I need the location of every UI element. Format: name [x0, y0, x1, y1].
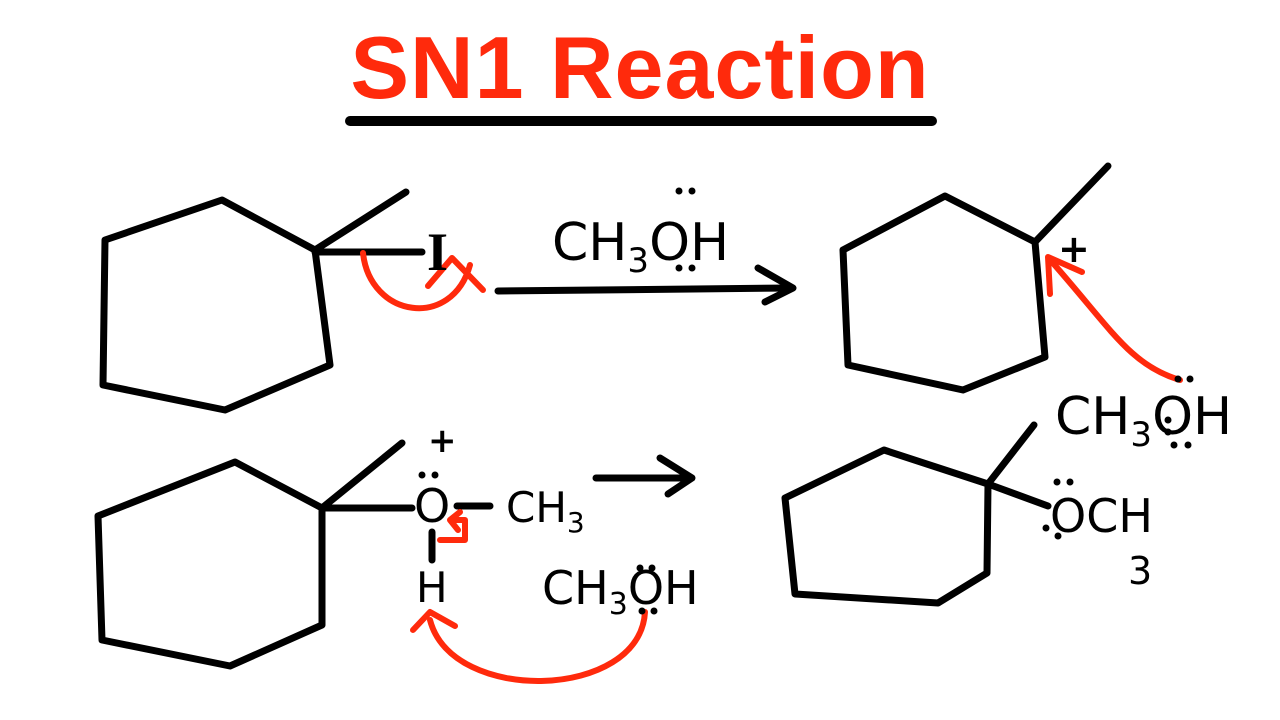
- lone-pair-dot: [675, 187, 683, 195]
- curved-arrow-nucleophile-head: [1045, 254, 1085, 297]
- lone-pair-dot: [1164, 416, 1172, 424]
- reagent-1-sub: 3: [627, 241, 649, 281]
- curved-arrow-deprotonation-head: [410, 609, 458, 633]
- lone-pair-dot: [1186, 375, 1194, 383]
- ether-sub: 3: [1128, 549, 1152, 593]
- reagent-methanol-1: CH3OH: [552, 213, 729, 281]
- nucleophile-methanol: CH3OH: [1055, 387, 1232, 455]
- c-o-bond-product: [984, 480, 1052, 510]
- ether-group: OCH: [1050, 489, 1153, 543]
- cyclohexane-ring-3: [94, 458, 326, 670]
- lone-pair-dot: [688, 187, 696, 195]
- lone-pair-dot: [1164, 428, 1172, 436]
- base-ch: CH: [542, 561, 609, 615]
- methyl-bond-1: [311, 188, 410, 254]
- lone-pair-dot: [1174, 375, 1182, 383]
- oxonium-methyl-sub: 3: [567, 506, 585, 539]
- reagent-1-ch: CH: [552, 213, 627, 273]
- oxonium-charge: +: [428, 421, 457, 461]
- oxonium-oxygen: O: [414, 479, 450, 533]
- lone-pairs: [418, 187, 1194, 615]
- lone-pair-dot: [650, 607, 658, 615]
- lone-pair-dot: [638, 607, 646, 615]
- lone-pair-dot: [431, 471, 439, 479]
- methyl-bond-3: [318, 439, 406, 512]
- lone-pair-dot: [1170, 441, 1178, 449]
- curved-arrow-oh-bond-head: [447, 509, 463, 533]
- lone-pair-dot: [648, 564, 656, 572]
- curved-arrow-deprotonation: [427, 609, 648, 684]
- reaction-arrow-2-head: [656, 454, 696, 498]
- lone-pair-dot: [1053, 478, 1061, 486]
- base-methanol: CH3OH: [542, 561, 699, 622]
- methyl-bond-4: [984, 421, 1038, 488]
- lone-pair-dot: [1066, 478, 1074, 486]
- lone-pair-dot: [675, 264, 683, 272]
- oxonium-hydrogen: H: [416, 563, 448, 612]
- reaction-arrow-1: [494, 284, 794, 295]
- cyclohexane-ring-4: [781, 446, 992, 607]
- curved-arrow-ionization-head: [425, 255, 486, 293]
- lone-pair-dot: [1042, 524, 1050, 532]
- methyl-bond-2: [1031, 162, 1112, 246]
- reaction-arrow-1-head: [754, 264, 797, 306]
- lone-pair-dot: [418, 471, 426, 479]
- lone-pair-dot: [1184, 441, 1192, 449]
- cyclohexane-ring-2: [839, 192, 1049, 394]
- cyclohexane-ring-1: [99, 196, 334, 414]
- nucleophile-sub: 3: [1130, 415, 1152, 455]
- lone-pair-dot: [1054, 532, 1062, 540]
- ether-ch: CH: [1086, 489, 1153, 543]
- iodine-label: I: [427, 222, 448, 282]
- curved-arrow-oh-bond: [437, 517, 468, 543]
- base-sub: 3: [609, 587, 628, 622]
- oxonium-methyl: CH3: [506, 483, 585, 539]
- lone-pair-dot: [688, 264, 696, 272]
- curved-arrow-nucleophile: [1049, 259, 1183, 383]
- page-title: SN1 Reaction: [350, 18, 930, 117]
- nucleophile-oh: OH: [1152, 387, 1232, 447]
- carbocation-charge: +: [1058, 227, 1090, 271]
- lone-pair-dot: [636, 564, 644, 572]
- nucleophile-ch: CH: [1055, 387, 1130, 447]
- reagent-1-oh: OH: [649, 213, 729, 273]
- curved-arrow-ionization: [360, 250, 473, 312]
- title-underline: [345, 116, 937, 126]
- oxonium-methyl-ch: CH: [506, 483, 567, 532]
